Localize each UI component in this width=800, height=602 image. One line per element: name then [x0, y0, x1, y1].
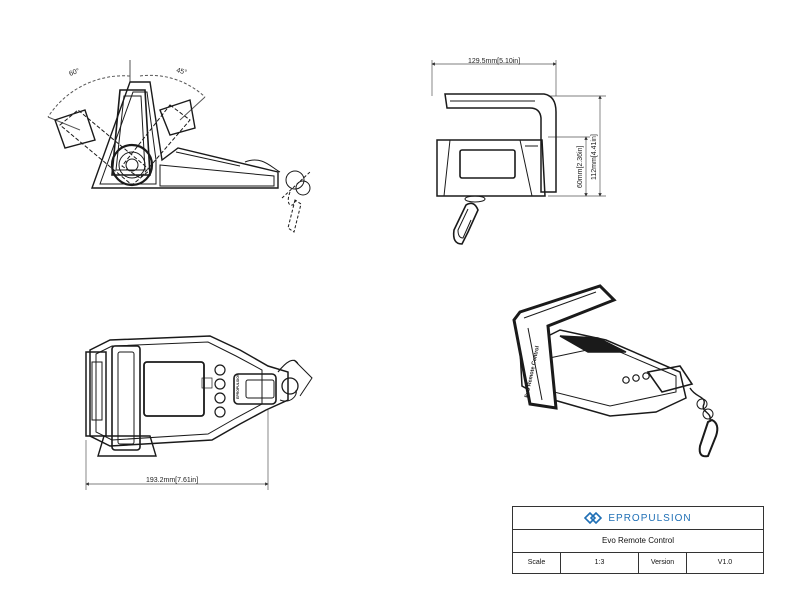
side-elevation-view: [431, 60, 606, 245]
isometric-view: [512, 284, 719, 458]
scale-value: 1:3: [561, 552, 639, 573]
angle-arc-right: [139, 74, 206, 98]
epropulsion-logo-icon: [584, 512, 603, 524]
dim-bottom-width: 193.2mm[7.61in]: [146, 477, 198, 484]
title-block-meta-row: Scale 1:3 Version V1.0: [513, 552, 763, 573]
version-value: V1.0: [717, 559, 733, 566]
dim-total-height: 112mm[4.41in]: [591, 134, 598, 180]
drawing-title: Evo Remote Control: [513, 529, 763, 553]
top-view-brand-label: EPROPULSION: [236, 373, 240, 399]
angle-label-left: 60°: [68, 67, 81, 78]
scale-label: Scale: [513, 552, 561, 573]
bottom-width-dimension: [85, 410, 269, 490]
angle-arc-left: [47, 75, 131, 118]
angle-label-right: 45°: [175, 66, 187, 77]
version-label: Version: [639, 552, 687, 573]
brand-name: EPROPULSION: [608, 512, 692, 524]
title-block: EPROPULSION Evo Remote Control Scale 1:3…: [512, 506, 764, 574]
rotation-side-view: [47, 60, 311, 233]
top-view: [85, 335, 313, 457]
title-block-logo: EPROPULSION: [513, 507, 763, 530]
dim-body-height: 60mm[2.36in]: [577, 146, 584, 188]
dim-top-width: 129.5mm[5.10in]: [468, 58, 520, 65]
